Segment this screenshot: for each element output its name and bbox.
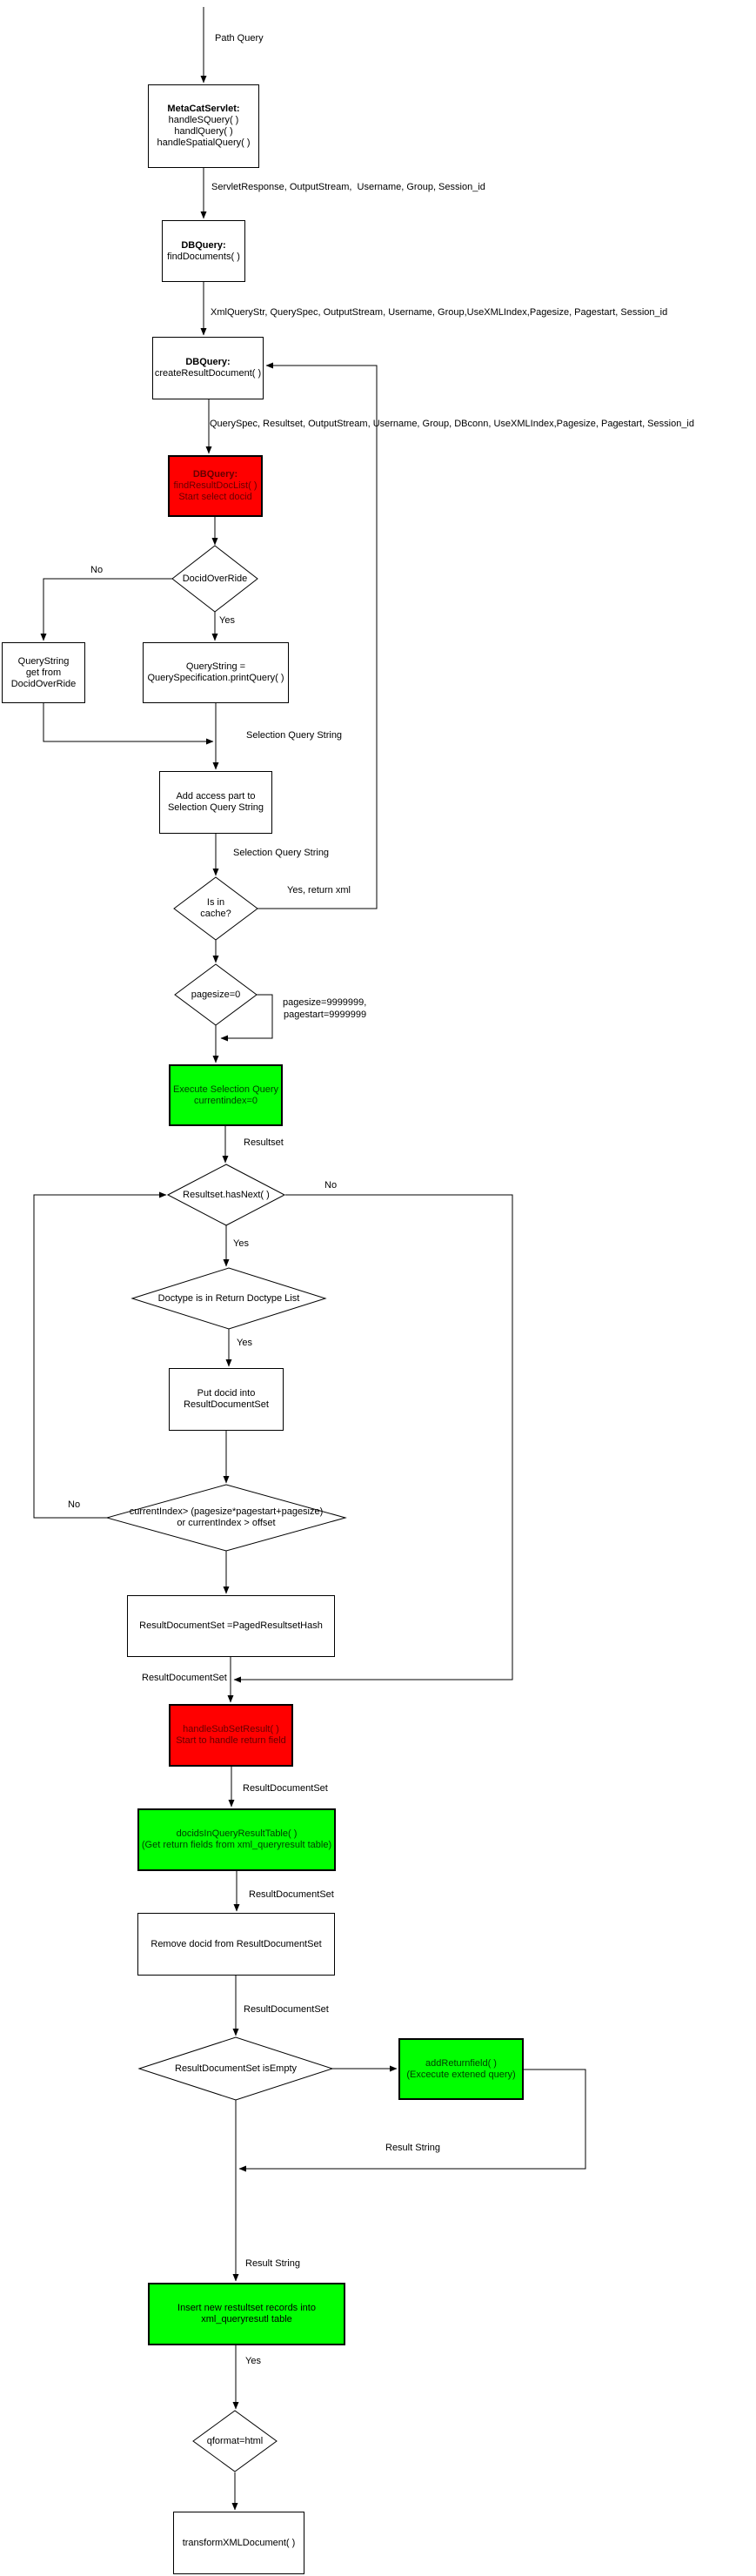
decision-text: or currentIndex > offset	[177, 1518, 276, 1528]
edge-label-resultdocumentset-3: ResultDocumentSet	[249, 1889, 334, 1900]
node-querystring-get: QueryString get from DocidOverRide	[2, 642, 85, 703]
edge-label-no-currentindex: No	[68, 1499, 81, 1510]
node-title: MetaCatServlet:	[167, 104, 240, 114]
node-line: Put docid into	[197, 1388, 256, 1399]
node-line: Insert new restultset records into	[177, 2303, 316, 2313]
node-line: QueryString	[17, 655, 70, 667]
edge-label-pagesize-override-2: pagestart=9999999	[284, 1010, 367, 1020]
node-line: xml_queryresutl table	[201, 2314, 292, 2324]
node-add-returnfield: addReturnfield( ) (Excecute extened quer…	[398, 2038, 524, 2100]
edge-label-yes-hasnext: Yes	[233, 1238, 249, 1249]
node-line: transformXMLDocument( )	[182, 2537, 296, 2548]
node-line: Add access part to	[176, 791, 256, 802]
node-line: DocidOverRide	[10, 678, 77, 689]
node-querystring-print: QueryString = QuerySpecification.printQu…	[143, 642, 289, 703]
decision-resultset-hasnext: Resultset.hasNext( )	[168, 1164, 284, 1225]
node-line: findResultDocList( )	[173, 480, 258, 491]
edge-label-resultdocumentset-1: ResultDocumentSet	[142, 1673, 227, 1683]
node-find-documents: DBQuery: findDocuments( )	[162, 220, 245, 282]
node-remove-docid: Remove docid from ResultDocumentSet	[137, 1913, 335, 1976]
node-title: DBQuery:	[181, 239, 226, 251]
edge-label-yes-return-xml: Yes, return xml	[287, 885, 351, 896]
node-line: addReturnfield( )	[425, 2057, 497, 2069]
decision-currentindex: currentIndex> (pagesize*pagestart+pagesi…	[107, 1485, 345, 1551]
decision-doctype-shape	[130, 1267, 327, 1330]
decision-currentindex-shape	[105, 1484, 347, 1552]
edge-label-no-hasnext: No	[324, 1180, 338, 1191]
decision-is-in-cache: Is in cache?	[174, 877, 258, 940]
node-line: docidsInQueryResultTable( )	[176, 1828, 298, 1839]
node-title: DBQuery:	[192, 469, 238, 480]
decision-text: cache?	[200, 909, 231, 919]
node-line: handleSQuery( )	[168, 115, 239, 125]
decision-hasnext-shape	[166, 1164, 286, 1226]
decision-doctype-in-list: Doctype is in Return Doctype List	[132, 1268, 325, 1329]
edge-label-yes-qformat: Yes	[245, 2356, 261, 2366]
decision-is-in-cache-shape	[173, 876, 258, 941]
edge-label-result-string-2: Result String	[245, 2258, 300, 2269]
node-line: findDocuments( )	[167, 251, 240, 262]
node-put-docid: Put docid into ResultDocumentSet	[169, 1368, 284, 1431]
node-metacat-servlet: MetaCatServlet: handleSQuery( ) handlQue…	[148, 84, 259, 168]
edge-label-path-query: Path Query	[215, 33, 264, 44]
node-line: handleSpatialQuery( )	[157, 138, 251, 148]
edge-label-resultdocumentset-4: ResultDocumentSet	[244, 2004, 329, 2015]
edge-label-result-string-1: Result String	[385, 2143, 440, 2153]
decision-isempty: ResultDocumentSet isEmpty	[139, 2037, 332, 2100]
edge-label-queryspec-params: QuerySpec, Resultset, OutputStream, User…	[210, 419, 694, 429]
decision-text: ResultDocumentSet isEmpty	[175, 2063, 297, 2074]
node-execute-selection-query: Execute Selection Query currentindex=0	[169, 1064, 283, 1126]
edge-label-xmlquery-params: XmlQueryStr, QuerySpec, OutputStream, Us…	[211, 307, 668, 318]
node-find-result-doc-list: DBQuery: findResultDocList( ) Start sele…	[168, 455, 263, 517]
edge-label-yes-doctype: Yes	[237, 1338, 252, 1348]
node-line: currentindex=0	[193, 1095, 258, 1106]
edge-label-selection-query-2: Selection Query String	[233, 848, 330, 858]
decision-text: currentIndex> (pagesize*pagestart+pagesi…	[129, 1506, 324, 1517]
decision-pagesize-zero-shape	[174, 963, 258, 1026]
node-add-access: Add access part to Selection Query Strin…	[159, 771, 272, 834]
decision-text: Is in	[206, 897, 225, 908]
decision-text: qformat=html	[206, 2435, 264, 2446]
node-title: DBQuery:	[185, 357, 231, 367]
node-line: handleSubSetResult( )	[183, 1724, 279, 1734]
decision-qformat: qformat=html	[193, 2411, 277, 2472]
node-line: Execute Selection Query	[172, 1083, 279, 1095]
decision-text: pagesize=0	[191, 989, 241, 1000]
node-handle-subset-result: handleSubSetResult( ) Start to handle re…	[169, 1704, 293, 1767]
node-line: QueryString =	[185, 661, 246, 672]
node-docids-in-queryresult-table: docidsInQueryResultTable( ) (Get return …	[137, 1808, 336, 1871]
edge-label-servlet-params: ServletResponse, OutputStream, Username,…	[211, 182, 485, 192]
decision-text: Doctype is in Return Doctype List	[157, 1292, 300, 1304]
node-line: Remove docid from ResultDocumentSet	[151, 1938, 322, 1949]
node-line: handlQuery( )	[174, 126, 233, 137]
node-line: ResultDocumentSet =PagedResultsetHash	[139, 1620, 323, 1631]
decision-pagesize-zero: pagesize=0	[175, 964, 257, 1025]
edge-label-yes-docidoverride: Yes	[219, 615, 235, 626]
edge-label-pagesize-override-1: pagesize=9999999,	[283, 997, 367, 1008]
decision-qformat-shape	[192, 2410, 278, 2472]
node-transform-xml-document: transformXMLDocument( )	[173, 2512, 304, 2574]
node-line: Start select docid	[178, 492, 252, 502]
edge-label-selection-query-1: Selection Query String	[246, 730, 343, 741]
decision-docid-override-shape	[171, 545, 258, 613]
node-line: get from	[25, 667, 62, 678]
node-line: createResultDocument( )	[154, 368, 262, 379]
node-create-result-document: DBQuery: createResultDocument( )	[152, 337, 264, 399]
node-line: ResultDocumentSet	[184, 1399, 269, 1410]
decision-isempty-shape	[137, 2036, 334, 2101]
node-line: (Get return fields from xml_queryresult …	[141, 1840, 332, 1850]
edge-label-resultset: Resultset	[244, 1137, 284, 1148]
node-insert-records: Insert new restultset records into xml_q…	[148, 2283, 345, 2345]
node-paged-resultset-hash: ResultDocumentSet =PagedResultsetHash	[127, 1595, 335, 1657]
edge-label-no-docidoverride: No	[90, 565, 104, 575]
node-line: (Excecute extened query)	[406, 2069, 516, 2080]
node-line: QuerySpecification.printQuery( )	[147, 673, 284, 683]
decision-text: Resultset.hasNext( )	[183, 1189, 270, 1200]
decision-docid-override: DocidOverRide	[172, 546, 258, 612]
node-line: Selection Query String	[167, 802, 264, 813]
decision-text: DocidOverRide	[182, 573, 248, 584]
edge-label-resultdocumentset-2: ResultDocumentSet	[243, 1783, 328, 1794]
node-line: Start to handle return field	[176, 1735, 286, 1746]
